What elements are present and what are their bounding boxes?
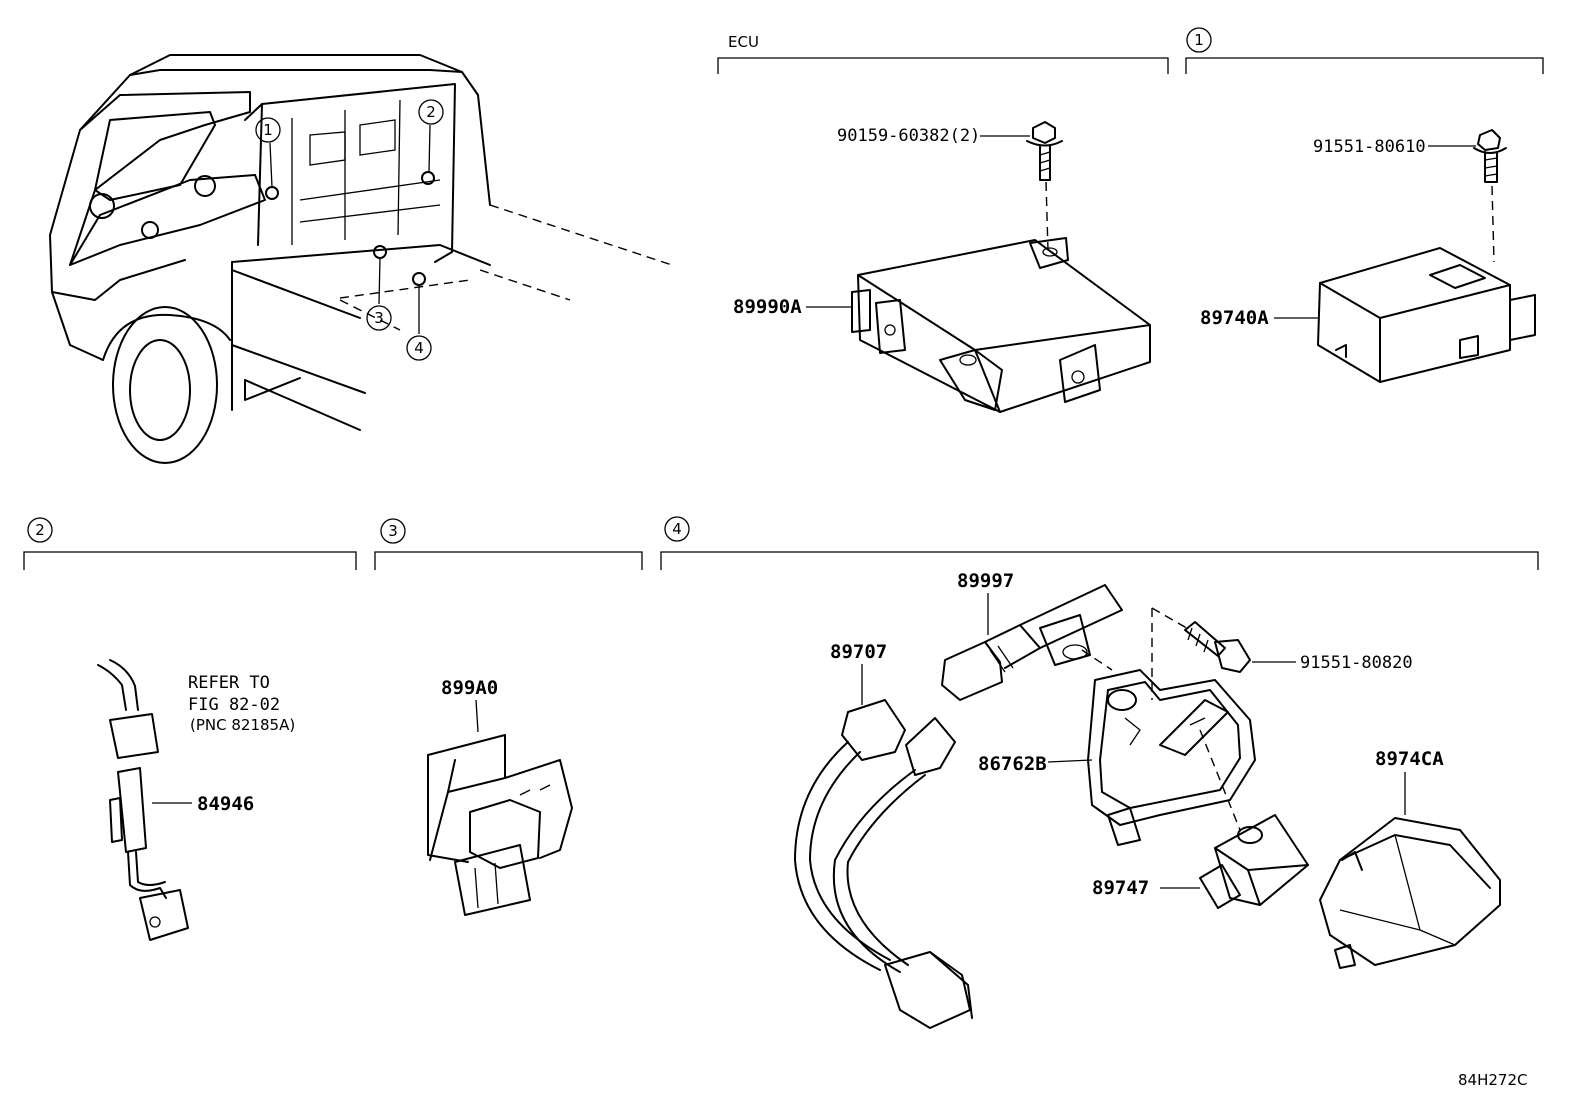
- callout-4: 4: [406, 335, 432, 361]
- wire-harness-illustration: [794, 699, 973, 1029]
- svg-text:1: 1: [1194, 31, 1204, 49]
- section-ecu: ECU 90159-60382(2) 89990A: [717, 33, 1169, 413]
- label-bracket-s4: 86762B: [978, 753, 1047, 775]
- section-1-title: 1: [1186, 27, 1212, 53]
- section-2: 2 REFER TO FIG 82-02 (PNC 82185A) 84946: [23, 517, 357, 941]
- callout-1: 1: [255, 117, 281, 143]
- section-4-title: 4: [664, 516, 690, 542]
- sensor-illustration: [941, 584, 1123, 701]
- label-sensor-s4: 89997: [957, 570, 1014, 592]
- section-3-title: 3: [380, 518, 406, 544]
- label-part-s3: 899A0: [441, 677, 498, 699]
- label-sensor2-s4: 89747: [1092, 877, 1149, 899]
- ecu-unit-illustration: [851, 237, 1151, 413]
- bolt-icon: [1473, 129, 1507, 183]
- section-2-title: 2: [27, 517, 53, 543]
- section-ecu-title: ECU: [728, 33, 759, 51]
- refer-text-line2: FIG 82-02: [188, 695, 280, 715]
- label-wire-s4: 89707: [830, 641, 887, 663]
- bracket-part-illustration: [427, 734, 573, 916]
- location-marker-2: [421, 171, 435, 185]
- label-cover-s4: 8974CA: [1375, 748, 1444, 770]
- section-3-bracket: [374, 551, 643, 570]
- section-4-bracket: [660, 551, 1539, 570]
- svg-text:3: 3: [388, 522, 398, 540]
- label-sensor-s2: 84946: [197, 793, 254, 815]
- sensor2-illustration: [1199, 814, 1309, 909]
- callout-2: 2: [418, 99, 444, 125]
- truck-overview-illustration: 1 2 3 4: [49, 54, 673, 464]
- sensor-harness-illustration: [97, 659, 189, 941]
- section-ecu-bracket: [717, 57, 1169, 74]
- svg-text:3: 3: [374, 309, 384, 327]
- section-1-bracket: [1185, 57, 1544, 74]
- section-3: 3 899A0: [374, 518, 643, 916]
- label-bolt-ecu: 90159-60382(2): [837, 126, 980, 146]
- bolt-icon: [1184, 621, 1251, 673]
- section-4: 4 89707 89997: [660, 516, 1539, 1029]
- location-marker-1: [265, 186, 279, 200]
- cover-illustration: [1319, 817, 1501, 969]
- label-ecu-unit: 89990A: [733, 296, 802, 318]
- bolt-icon: [1026, 121, 1063, 181]
- refer-text-line3: (PNC 82185A): [190, 716, 295, 734]
- location-marker-4: [412, 272, 426, 286]
- label-module-s1: 89740A: [1200, 307, 1269, 329]
- label-bolt-s4: 91551-80820: [1300, 653, 1413, 673]
- refer-text-line1: REFER TO: [188, 673, 270, 693]
- svg-text:4: 4: [414, 339, 424, 357]
- svg-text:2: 2: [35, 521, 45, 539]
- svg-text:4: 4: [672, 520, 682, 538]
- diagram-id: 84H272C: [1458, 1071, 1527, 1089]
- callout-3: 3: [366, 305, 392, 331]
- bracket-illustration: [1087, 669, 1256, 846]
- section-1: 1 91551-80610 89740A: [1185, 27, 1544, 383]
- svg-text:2: 2: [426, 103, 436, 121]
- label-bolt-s1: 91551-80610: [1313, 137, 1426, 157]
- location-marker-3: [373, 245, 387, 259]
- svg-text:1: 1: [263, 121, 273, 139]
- section-2-bracket: [23, 551, 357, 570]
- module-illustration: [1317, 247, 1536, 383]
